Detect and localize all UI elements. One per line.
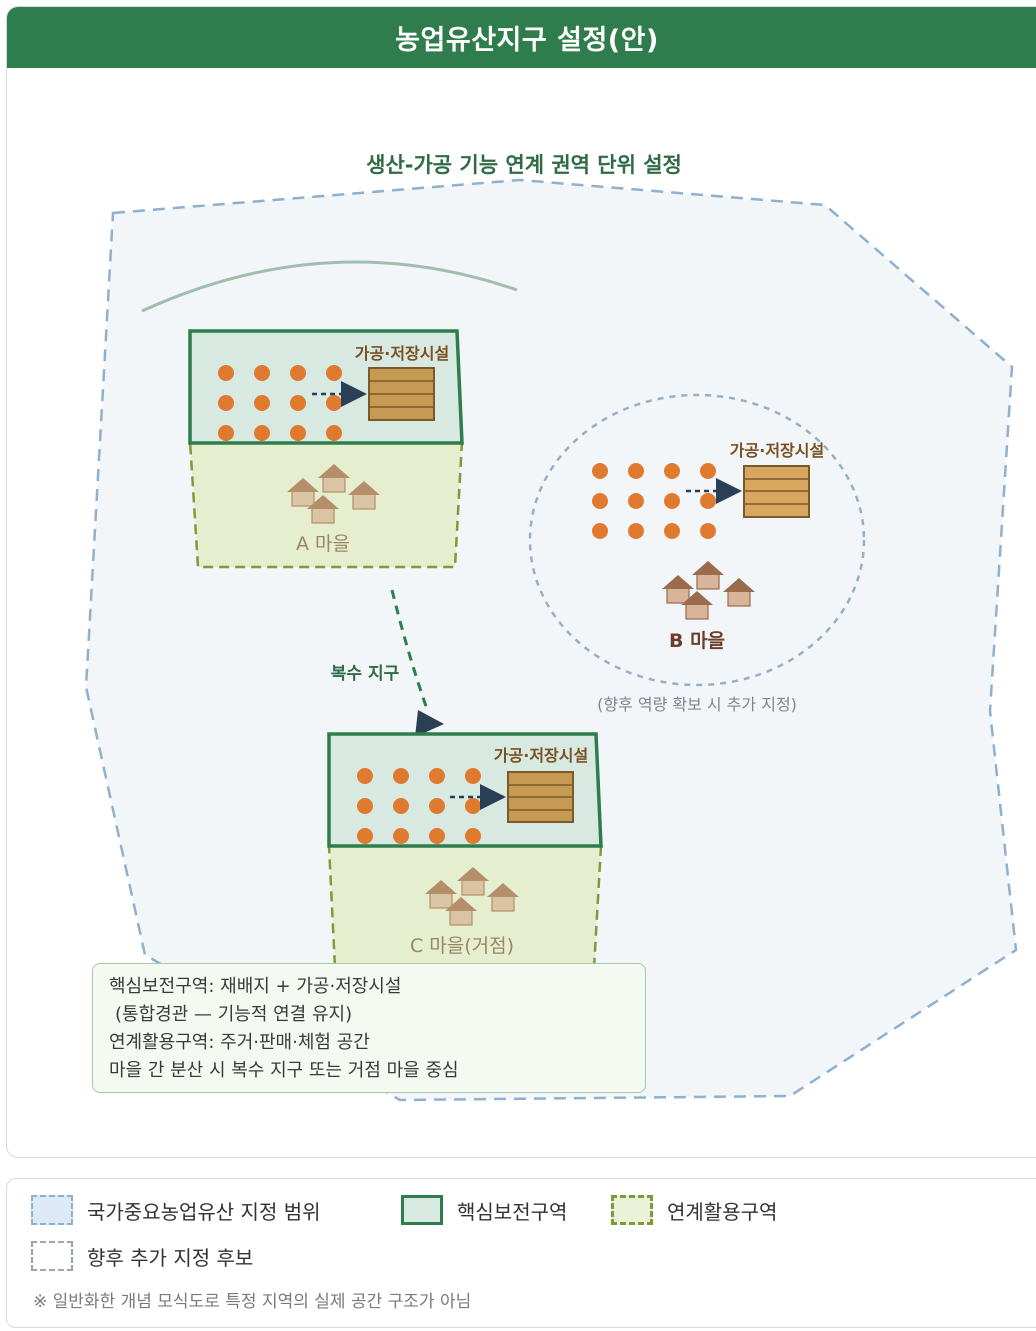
future-candidate-boundary — [528, 393, 866, 687]
arrow-down-icon — [415, 710, 444, 737]
crop-dot-icon — [429, 798, 445, 814]
legend-item-core: 핵심보전구역 — [401, 1195, 567, 1225]
legend-swatch-scope — [31, 1195, 73, 1225]
storage-box-icon — [507, 771, 574, 823]
arrow-right-icon — [341, 381, 367, 407]
village-label: C 마을(거점) — [410, 935, 514, 957]
crop-dot-icon — [664, 463, 680, 479]
legend-note: ※ 일반화한 개념 모식도로 특정 지역의 실제 공간 구조가 아님 — [33, 1292, 472, 1312]
house-icon — [348, 481, 380, 510]
crop-dot-icon — [592, 463, 608, 479]
concept-diagram: 생산-가공 기능 연계 권역 단위 설정 가공·저장시설 A 마을 복수 지구 — [84, 153, 1018, 1102]
district-connector — [390, 589, 430, 713]
district-a: 가공·저장시설 A 마을 — [188, 329, 464, 569]
house-icon — [287, 478, 319, 507]
house-icon — [457, 867, 489, 896]
house-icon — [425, 880, 457, 909]
crop-dot-icon — [254, 425, 270, 441]
house-icon — [723, 578, 755, 607]
crop-dot-icon — [465, 798, 481, 814]
crop-dot-icon — [700, 523, 716, 539]
storage-box-icon — [743, 465, 810, 518]
village-label: B 마을 — [669, 630, 725, 652]
crop-dot-icon — [218, 365, 234, 381]
crop-dot-icon — [357, 798, 373, 814]
future-district-b: 가공·저장시설 B 마을 (향후 역량 확보 시 추가 지정) — [528, 393, 866, 714]
info-line: 마을 간 분산 시 복수 지구 또는 거점 마을 중심 — [109, 1060, 459, 1081]
crop-dot-icon — [357, 828, 373, 844]
crop-dot-icon — [218, 395, 234, 411]
house-icon — [662, 575, 694, 604]
crop-dot-icon — [254, 365, 270, 381]
crop-dot-icon — [700, 493, 716, 509]
house-icon — [487, 883, 519, 912]
house-icon — [681, 591, 713, 620]
house-icon — [692, 561, 724, 590]
legend-item-future: 향후 추가 지정 후보 — [31, 1241, 253, 1271]
crop-dot-icon — [592, 523, 608, 539]
legend-swatch-future — [31, 1241, 73, 1271]
info-box: 핵심보전구역: 재배지 + 가공·저장시설 (통합경관 — 기능적 연결 유지)… — [92, 963, 646, 1093]
crop-dot-icon — [393, 798, 409, 814]
crop-dot-icon — [218, 425, 234, 441]
crop-dot-icon — [664, 493, 680, 509]
crop-dot-icon — [465, 828, 481, 844]
crop-dot-icon — [326, 425, 342, 441]
crop-dot-icon — [664, 523, 680, 539]
village-houses-a — [287, 464, 380, 524]
arrow-right-icon — [716, 478, 742, 504]
crop-dot-icon — [326, 365, 342, 381]
legend-label: 국가중요농업유산 지정 범위 — [87, 1199, 321, 1224]
crop-dot-icon — [628, 523, 644, 539]
house-icon — [318, 464, 350, 493]
village-label: A 마을 — [296, 533, 350, 555]
district-c: 가공·저장시설 C 마을(거점) — [327, 732, 603, 970]
crop-dot-icon — [357, 768, 373, 784]
info-line: 연계활용구역: 주거·판매·체험 공간 — [109, 1032, 370, 1053]
arrow-right-icon — [480, 784, 506, 810]
village-houses-c — [425, 867, 519, 926]
storage-box-icon — [368, 367, 435, 421]
legend-swatch-core — [401, 1195, 443, 1225]
info-line: 핵심보전구역: 재배지 + 가공·저장시설 — [109, 976, 402, 997]
crop-dot-icon — [393, 828, 409, 844]
legend-swatch-link — [611, 1195, 653, 1225]
crop-dot-icon — [700, 463, 716, 479]
house-icon — [445, 897, 477, 926]
legend-item-scope: 국가중요농업유산 지정 범위 — [31, 1195, 321, 1225]
crop-dot-icon — [290, 395, 306, 411]
legend-label: 향후 추가 지정 후보 — [87, 1245, 254, 1270]
legend: 국가중요농업유산 지정 범위 핵심보전구역 연계활용구역 향후 추가 지정 후보… — [6, 1178, 1036, 1328]
future-caption: (향후 역량 확보 시 추가 지정) — [597, 695, 797, 714]
crop-dot-icon — [592, 493, 608, 509]
facility-label: 가공·저장시설 — [730, 441, 824, 460]
page-title: 농업유산지구 설정(안) — [7, 7, 1036, 68]
legend-label: 연계활용구역 — [667, 1199, 778, 1224]
crop-dot-icon — [628, 493, 644, 509]
region-title: 생산-가공 기능 연계 권역 단위 설정 — [366, 153, 682, 177]
ridge-line — [141, 260, 518, 313]
crop-dot-icon — [628, 463, 644, 479]
crop-field-b — [592, 463, 716, 539]
facility-label: 가공·저장시설 — [494, 746, 588, 765]
crop-dot-icon — [254, 395, 270, 411]
house-icon — [307, 495, 339, 524]
crop-field-c — [357, 768, 481, 844]
village-houses-b — [662, 561, 755, 620]
info-line: (통합경관 — 기능적 연결 유지) — [115, 1004, 353, 1025]
crop-dot-icon — [393, 768, 409, 784]
crop-dot-icon — [429, 828, 445, 844]
crop-dot-icon — [326, 395, 342, 411]
legend-label: 핵심보전구역 — [457, 1199, 568, 1224]
crop-dot-icon — [465, 768, 481, 784]
crop-field-a — [218, 365, 342, 441]
legend-item-link: 연계활용구역 — [611, 1195, 777, 1225]
connector-label: 복수 지구 — [331, 664, 400, 684]
crop-dot-icon — [429, 768, 445, 784]
crop-dot-icon — [290, 425, 306, 441]
facility-label: 가공·저장시설 — [355, 344, 449, 363]
crop-dot-icon — [290, 365, 306, 381]
